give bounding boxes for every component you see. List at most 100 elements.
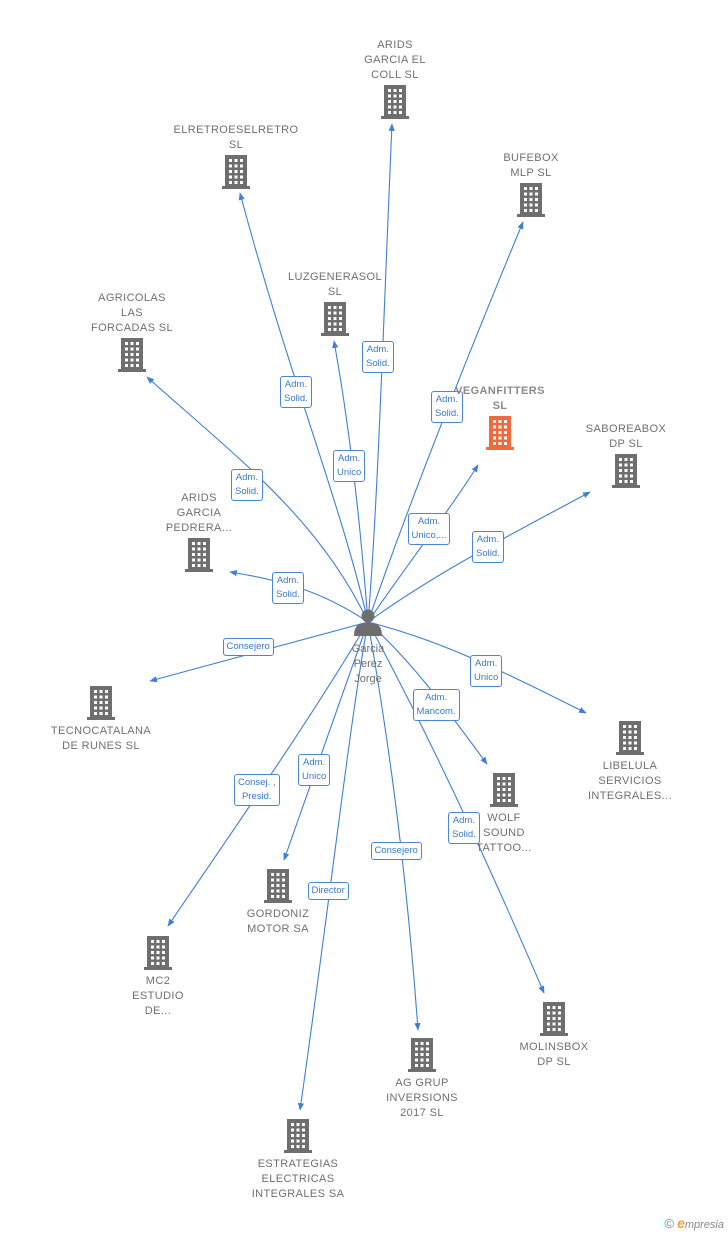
company-label-line: GORDONIZ	[246, 908, 310, 920]
company-label-line: INTEGRALES...	[587, 790, 673, 802]
relation-label-line: Solid.	[235, 486, 259, 497]
company-label-luzgenerasol[interactable]: LUZGENERASOL SL	[260, 270, 410, 300]
person-name-line: Jorge	[354, 673, 382, 685]
company-label-line: SOUND	[483, 827, 525, 839]
building-icon-elretroeselretro[interactable]	[222, 155, 250, 189]
company-label-line: MC2	[145, 975, 171, 987]
building-icon-bufebox-mlp[interactable]	[517, 183, 545, 217]
company-label-line: AG GRUP	[395, 1077, 449, 1089]
relation-label-line: Consejero	[374, 845, 418, 856]
building-icon-gordoniz-motor[interactable]	[264, 869, 292, 903]
company-label-line: AGRICOLAS	[98, 292, 166, 304]
relation-label-line: Adm.	[476, 534, 499, 545]
building-icon-estrategias-electricas[interactable]	[284, 1119, 312, 1153]
relation-label-tecnocatalana-de-runes[interactable]: Consejero	[222, 638, 274, 656]
company-label-line: DE RUNES SL	[62, 740, 140, 752]
company-label-line: VEGANFITTERS	[455, 385, 545, 397]
company-label-saboreabox-dp[interactable]: SABOREABOX DP SL	[551, 422, 701, 452]
relation-label-line: Solid.	[366, 358, 390, 369]
empresia-brand[interactable]: © empresia	[664, 1215, 724, 1231]
relation-label-elretroeselretro[interactable]: Adm.Solid.	[280, 376, 312, 408]
building-icon-molinsbox-dp[interactable]	[540, 1002, 568, 1036]
building-icon-agricolas-las-forcadas[interactable]	[118, 338, 146, 372]
building-icon-luzgenerasol[interactable]	[321, 302, 349, 336]
relation-label-agricolas-las-forcadas[interactable]: Adm.Solid.	[231, 469, 263, 501]
empresia-logo-text: mpresia	[684, 1219, 724, 1231]
relation-label-mc2-estudio[interactable]: Consej. ,Presid.	[234, 774, 280, 806]
person-icon[interactable]	[354, 609, 382, 637]
company-label-line: GARCIA	[176, 507, 222, 519]
company-label-line: SABOREABOX	[585, 423, 667, 435]
relation-label-luzgenerasol[interactable]: Adm.Unico	[333, 450, 366, 482]
company-label-tecnocatalana-de-runes[interactable]: TECNOCATALANA DE RUNES SL	[26, 724, 176, 754]
relation-label-gordoniz-motor[interactable]: Adm. Unico	[298, 754, 331, 786]
company-label-line: TECNOCATALANA	[50, 725, 152, 737]
relation-label-veganfitters[interactable]: Adm.Unico,...	[407, 513, 451, 545]
company-label-line: SERVICIOS	[598, 775, 662, 787]
building-icon-ag-grup-inversions[interactable]	[408, 1038, 436, 1072]
relation-label-line: Solid.	[284, 393, 308, 404]
relation-label-bufebox-mlp[interactable]: Adm.Solid.	[431, 391, 463, 423]
relation-label-wolf-sound-tattoo[interactable]: Adm. Mancom.	[412, 689, 460, 721]
relation-label-saboreabox-dp[interactable]: Adm.Solid.	[472, 531, 504, 563]
edge-molinsbox-dp	[367, 621, 545, 994]
relation-label-ag-grup-inversions[interactable]: Consejero	[370, 842, 422, 860]
relation-label-line: Unico	[302, 771, 327, 782]
edge-wolf-sound-tattoo	[367, 621, 488, 765]
relation-label-line: Adm.	[435, 394, 458, 405]
edge-gordoniz-motor	[283, 621, 369, 861]
building-icon-libelula-servicios[interactable]	[616, 721, 644, 755]
relation-label-arids-garcia-pedrera[interactable]: Adm.Solid.	[272, 572, 304, 604]
company-label-line: ELECTRICAS	[261, 1173, 335, 1185]
relation-label-line: Adm.	[303, 757, 326, 768]
building-icon-mc2-estudio[interactable]	[144, 936, 172, 970]
edge-agricolas-las-forcadas	[146, 376, 369, 623]
relation-label-line: Adm.	[276, 575, 299, 586]
building-icon-veganfitters[interactable]	[486, 416, 514, 450]
relation-label-line: Adm.	[424, 692, 448, 703]
building-icon-wolf-sound-tattoo[interactable]	[490, 773, 518, 807]
company-label-line: ELRETROESELRETRO	[173, 124, 299, 136]
edge-arids-garcia-el-coll	[367, 123, 395, 623]
relation-label-line: Mancom.	[416, 706, 456, 717]
company-label-bufebox-mlp[interactable]: BUFEBOX MLP SL	[456, 151, 606, 181]
relation-label-line: Consej. ,	[238, 777, 276, 788]
company-label-line: SL	[327, 286, 343, 298]
building-icon-saboreabox-dp[interactable]	[612, 454, 640, 488]
relation-label-line: Adm.	[475, 658, 498, 669]
company-label-line: SL	[228, 139, 244, 151]
relation-label-line: Solid.	[452, 829, 476, 840]
building-icon-tecnocatalana-de-runes[interactable]	[87, 686, 115, 720]
company-label-line: MLP SL	[510, 167, 552, 179]
relation-label-arids-garcia-el-coll[interactable]: Adm.Solid.	[362, 341, 394, 373]
building-icon-arids-garcia-el-coll[interactable]	[381, 85, 409, 119]
relation-label-libelula-servicios[interactable]: Adm. Unico	[470, 655, 503, 687]
company-label-line: BUFEBOX	[503, 152, 559, 164]
company-label-elretroeselretro[interactable]: ELRETROESELRETRO SL	[161, 123, 311, 153]
relation-label-line: Director	[311, 885, 345, 896]
edge-mc2-estudio	[167, 621, 369, 927]
company-label-line: LUZGENERASOL	[287, 271, 383, 283]
company-label-line: DP SL	[609, 438, 643, 450]
relation-label-line: Unico	[474, 672, 499, 683]
company-label-line: ESTUDIO	[132, 990, 184, 1002]
company-label-line: ARIDS	[377, 39, 413, 51]
relation-label-estrategias-electricas[interactable]: Director	[307, 882, 349, 900]
relation-label-molinsbox-dp[interactable]: Adm.Solid.	[448, 812, 480, 844]
company-label-line: LAS	[121, 307, 143, 319]
company-label-line: GARCIA EL	[364, 54, 426, 66]
copyright-icon: ©	[664, 1216, 675, 1231]
building-icon-arids-garcia-pedrera[interactable]	[185, 538, 213, 572]
